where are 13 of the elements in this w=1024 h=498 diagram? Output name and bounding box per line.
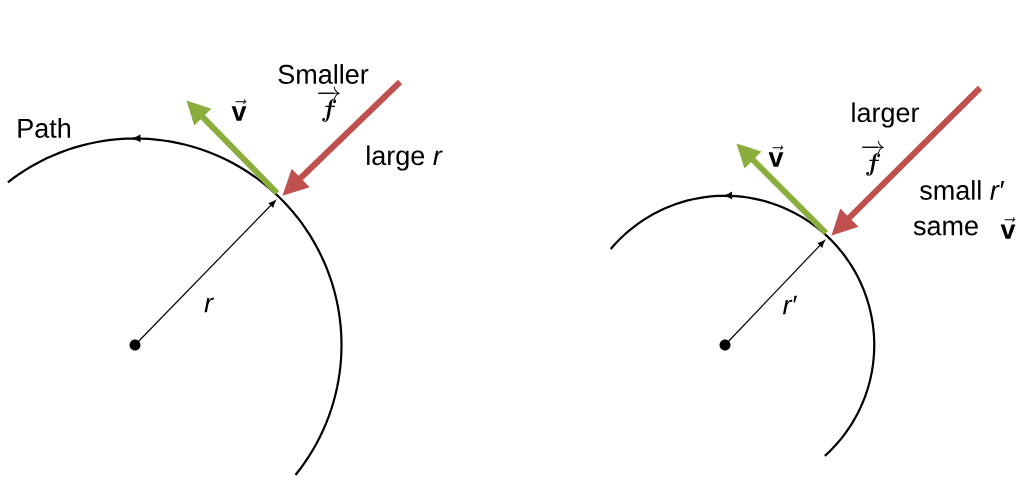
vector-symbol: $\vec{\mathbf{v}}$ [768,145,784,167]
label: large r [367,145,443,171]
label: Smaller [278,64,369,84]
vector-symbol: $\vec{\mathbf{v}}$ [231,99,247,121]
label: same [913,220,978,236]
label: larger [852,102,920,128]
vector-symbol: $\overrightarrow{\boldsymbol{f}}$ [317,86,341,122]
label: r′ [783,295,797,315]
vector-symbol: $\vec{\mathbf{v}}$ [1000,217,1016,239]
vector-symbol: $\overrightarrow{\boldsymbol{f}}$ [861,140,885,176]
label: Path [18,118,71,138]
label: r [204,297,214,313]
label: small r′ [920,180,1005,200]
